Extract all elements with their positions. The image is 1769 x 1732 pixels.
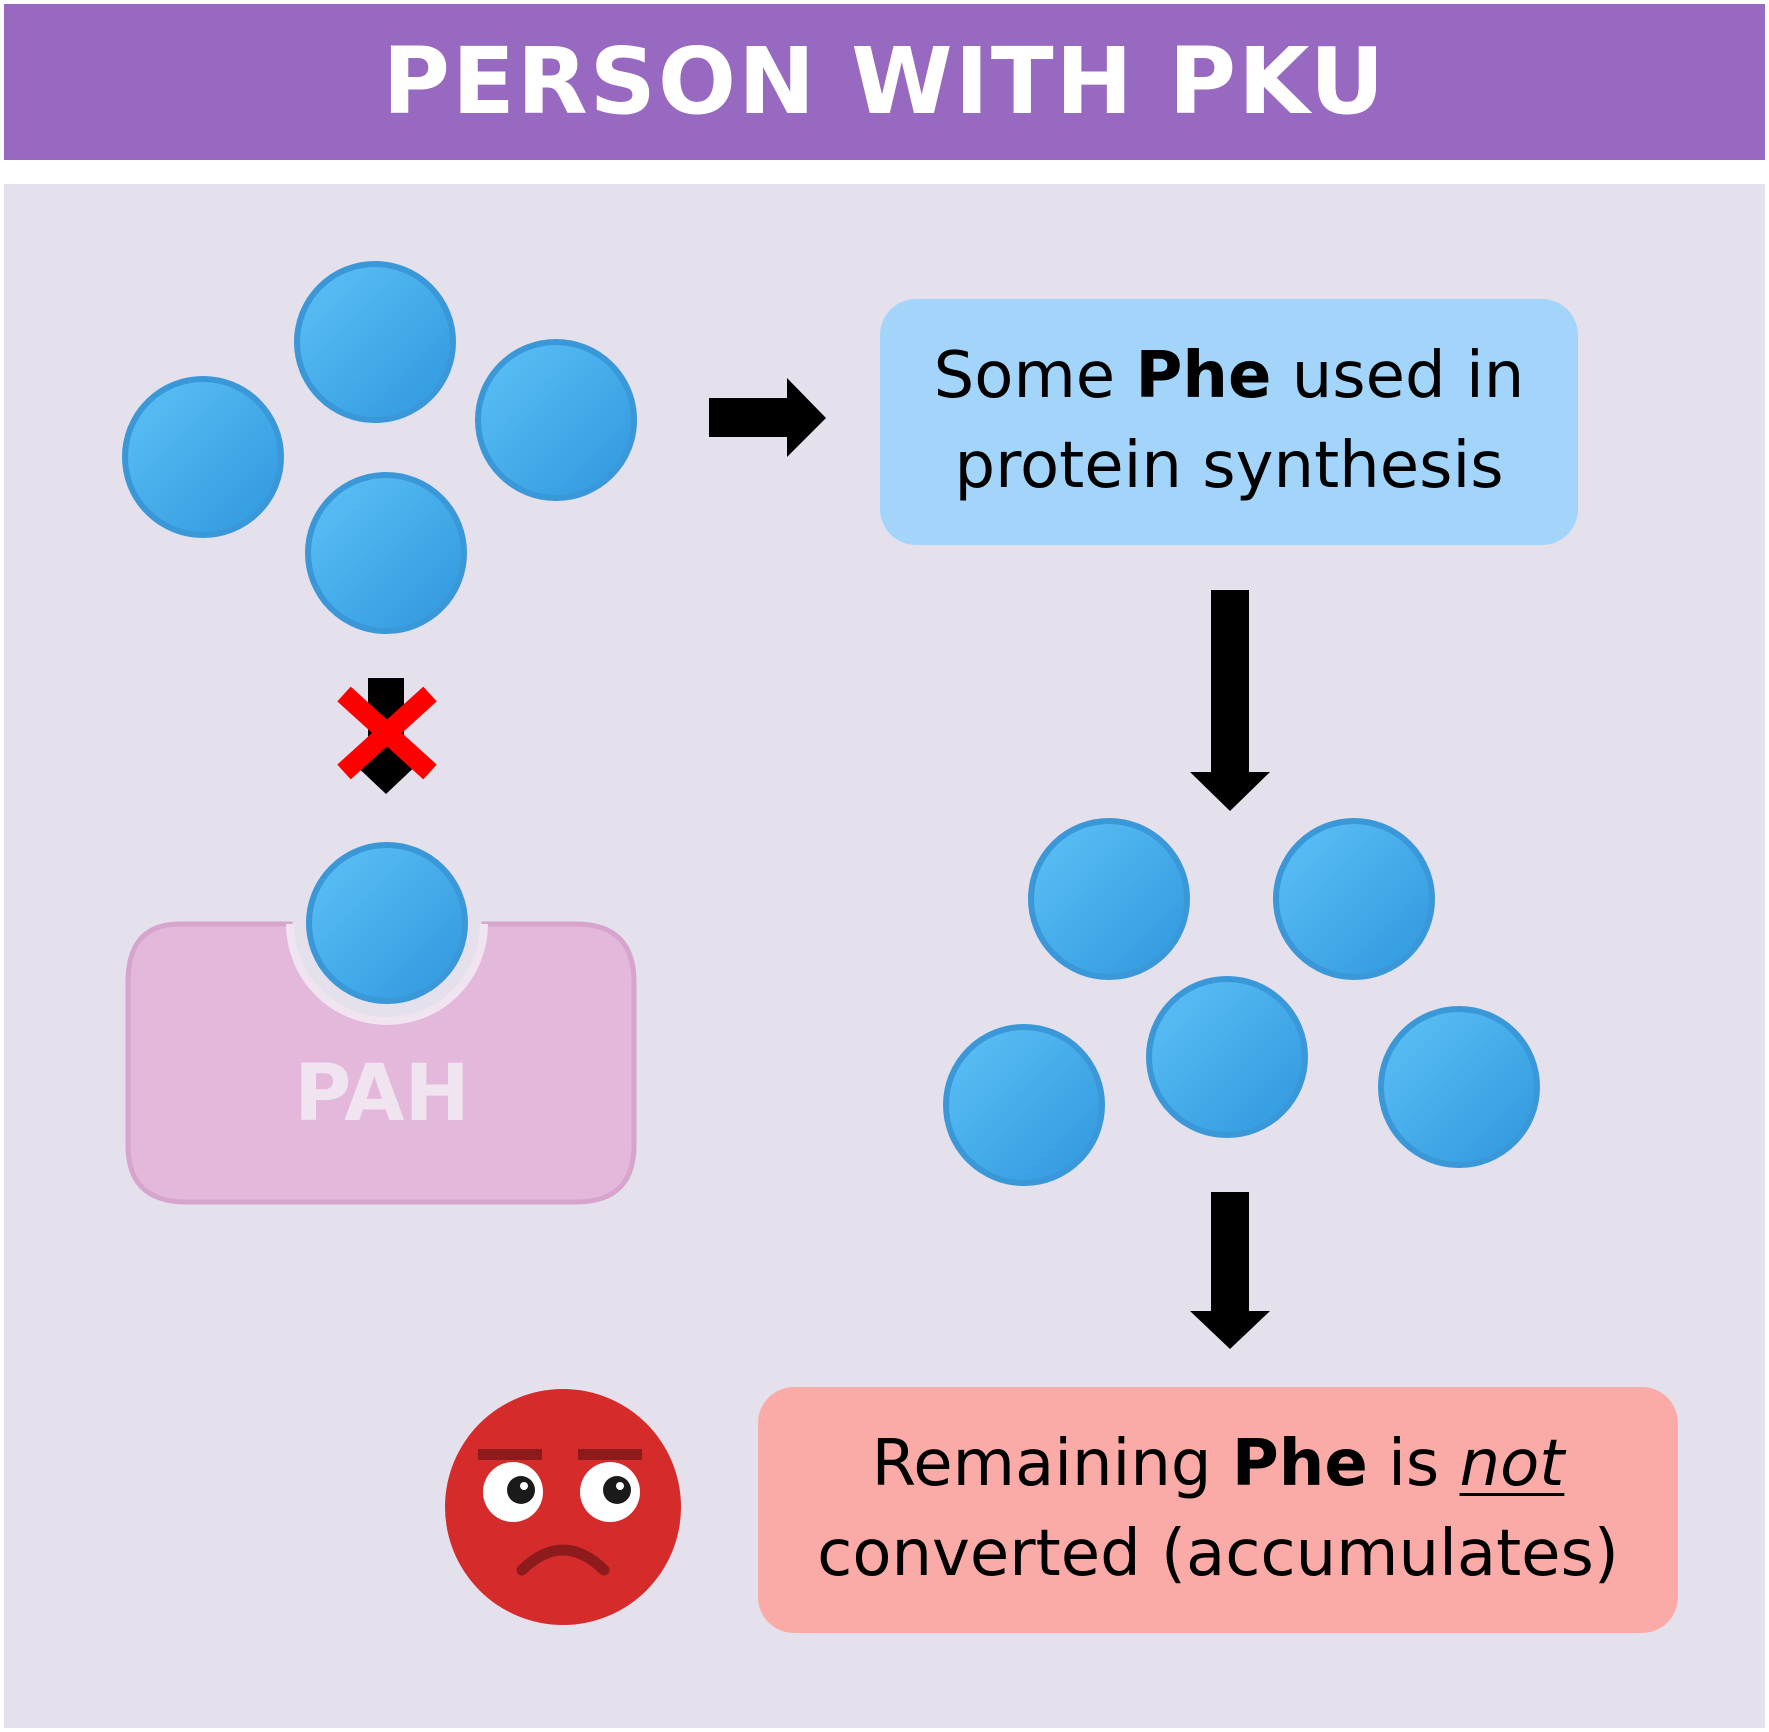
text-fragment: Some bbox=[933, 339, 1136, 414]
protein-synthesis-box: Some Phe used in protein synthesis bbox=[880, 299, 1578, 545]
arrow-down-icon bbox=[1190, 590, 1270, 811]
text-fragment: used in bbox=[1271, 339, 1525, 414]
phe-molecule-icon bbox=[306, 842, 468, 1004]
phe-cluster-remaining bbox=[943, 818, 1540, 1186]
remaining-phe-box: Remaining Phe is not converted (accumula… bbox=[758, 1387, 1678, 1633]
remaining-phe-text: Remaining Phe is not converted (accumula… bbox=[817, 1420, 1619, 1599]
blocked-arrow bbox=[337, 678, 437, 794]
phe-molecule-icon bbox=[475, 339, 637, 501]
enzyme-label: PAH bbox=[294, 1049, 470, 1139]
header-banner: PERSON WITH PKU bbox=[4, 4, 1765, 160]
phe-molecule-icon bbox=[305, 472, 467, 634]
page-title: PERSON WITH PKU bbox=[382, 28, 1387, 135]
frowning-face-icon bbox=[445, 1389, 681, 1625]
phe-molecule-icon bbox=[1028, 818, 1190, 980]
arrow-down-icon bbox=[1190, 1192, 1270, 1349]
not-emphasis: not bbox=[1459, 1427, 1565, 1502]
text-fragment: protein synthesis bbox=[954, 429, 1504, 503]
red-cross-icon bbox=[337, 686, 437, 780]
text-fragment: Remaining bbox=[871, 1427, 1232, 1502]
phe-cluster-input bbox=[122, 261, 637, 634]
phe-molecule-icon bbox=[1146, 976, 1308, 1138]
phe-bold-label: Phe bbox=[1231, 1427, 1368, 1502]
phe-bold-label: Phe bbox=[1135, 339, 1272, 414]
text-fragment: converted (accumulates) bbox=[817, 1517, 1619, 1591]
arrow-right-icon bbox=[709, 378, 826, 457]
text-fragment: is bbox=[1367, 1427, 1460, 1502]
pah-enzyme bbox=[125, 842, 637, 1205]
phe-molecule-icon bbox=[1378, 1006, 1540, 1168]
phe-molecule-icon bbox=[943, 1024, 1105, 1186]
phe-molecule-icon bbox=[294, 261, 456, 423]
phe-molecule-icon bbox=[1273, 818, 1435, 980]
phe-molecule-icon bbox=[122, 376, 284, 538]
protein-synthesis-text: Some Phe used in protein synthesis bbox=[934, 332, 1525, 511]
